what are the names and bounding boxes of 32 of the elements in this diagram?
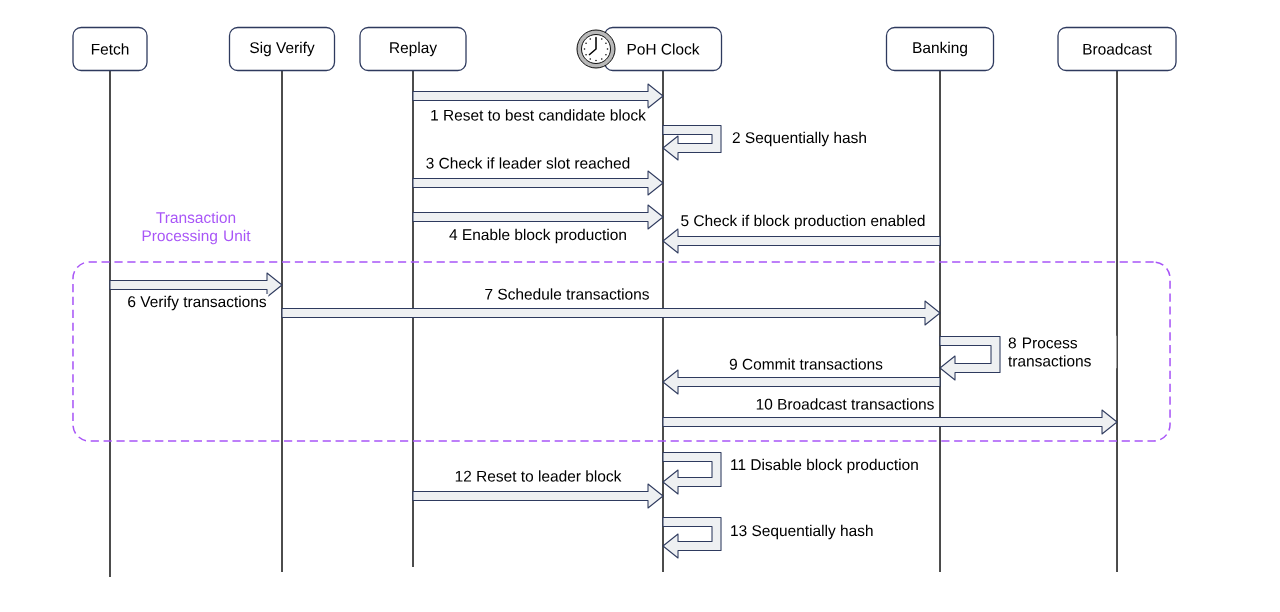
message-arrow [109,272,283,298]
edge-label: 10 Broadcast transactions [753,396,937,412]
edge-label: 9 Commit transactions [727,356,885,372]
message-arrow [412,83,664,109]
message-arrow [412,204,664,230]
message-arrow [662,228,941,254]
self-message-arrow [662,124,722,161]
participant-box: Fetch [72,26,148,72]
message-arrow [281,300,941,326]
edge-label: 2 Sequentially hash [730,130,869,148]
edge-label: 12 Reset to leader block [452,468,624,484]
edge-label: 7 Schedule transactions [482,286,652,302]
edge-label: 4 Enable block production [447,227,629,245]
edge-label: 11 Disable block production [728,457,921,475]
edge-label: 13 Sequentially hash [728,523,876,541]
self-message-arrow [662,517,722,559]
participant-box: Banking [885,26,995,72]
edge-label: 6 Verify transactions [125,294,269,312]
participant-box: Sig Verify [228,26,336,72]
message-arrow [662,409,1118,435]
participant-box: Broadcast [1057,26,1177,72]
message-arrow [412,483,664,509]
edge-label: 5 Check if block production enabled [678,213,928,231]
message-arrow [412,170,664,196]
participant-box: Replay [359,26,467,72]
message-arrow [662,369,941,395]
edge-label: 3 Check if leader slot reached [423,155,633,171]
self-message-arrow [662,452,722,495]
group-title: Transaction Processing Unit [142,211,251,245]
edge-label: 1 Reset to best candidate block [428,107,648,123]
edge-label: 8 Process transactions [1006,335,1117,369]
self-message-arrow [939,335,1001,381]
